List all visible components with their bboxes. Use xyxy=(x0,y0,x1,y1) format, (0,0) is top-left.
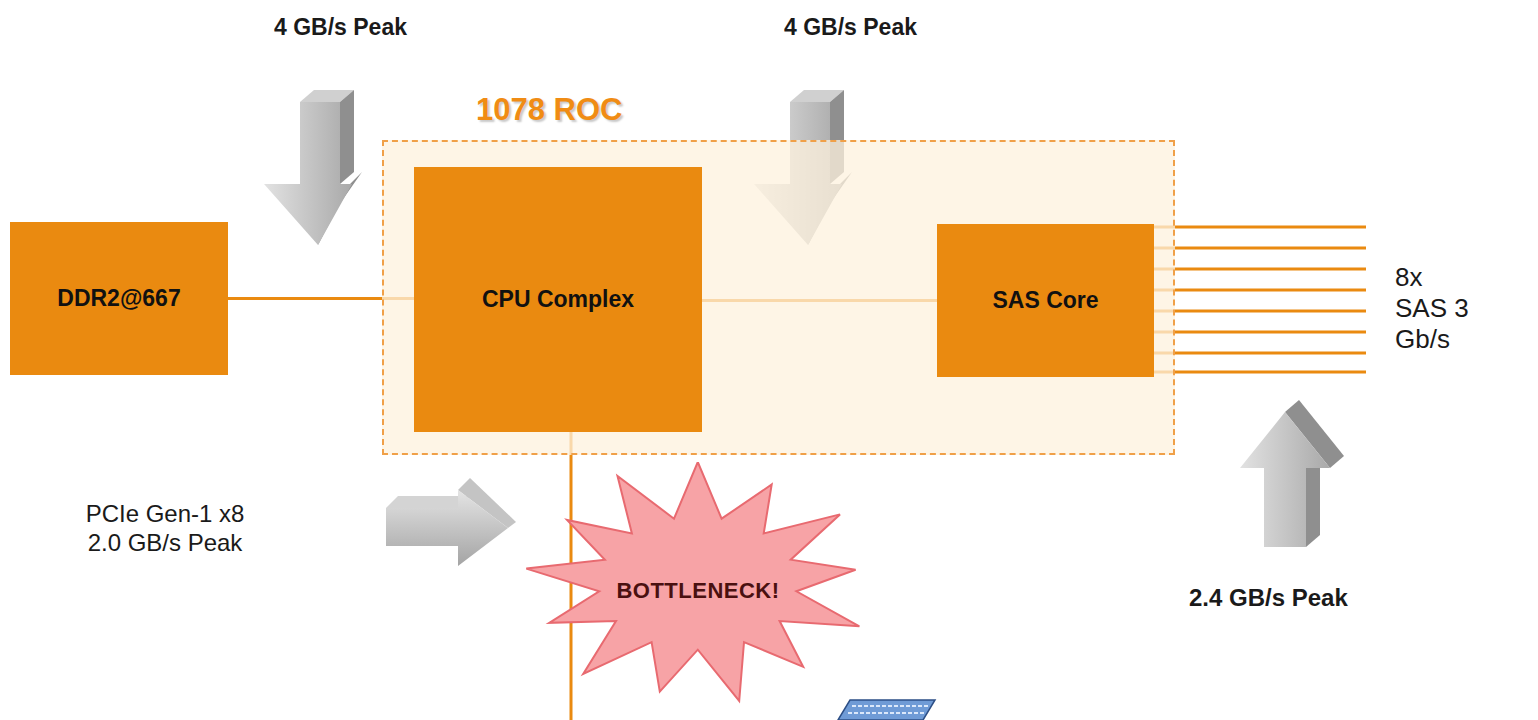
arrow-body xyxy=(386,490,508,566)
sas-lane xyxy=(1150,352,1366,355)
bandwidth-label: 4 GB/s Peak xyxy=(784,14,917,42)
arrow-face xyxy=(386,496,470,508)
card-pins xyxy=(852,705,928,707)
arrow-body xyxy=(264,102,352,245)
node-label: DDR2@667 xyxy=(49,285,188,312)
memory-box: DDR2@667 xyxy=(10,222,228,375)
node-label: BOTTLENECK! xyxy=(616,578,779,604)
process-box: SAS Core xyxy=(937,224,1154,377)
port-label: 8x SAS 3 Gb/s xyxy=(1395,262,1477,356)
sas-lane xyxy=(1150,331,1366,334)
bus-label: PCIe Gen-1 x8 2.0 GB/s Peak xyxy=(77,500,253,558)
node-label: SAS Core xyxy=(984,287,1106,314)
arrow-face xyxy=(340,90,354,184)
flow-arrow xyxy=(264,90,362,245)
sas-lane xyxy=(1150,371,1366,374)
sas-lane xyxy=(1150,268,1366,271)
arrow-face xyxy=(1306,456,1320,547)
region-heading: 1078 ROC xyxy=(476,92,622,128)
sas-lane xyxy=(1150,289,1366,292)
sas-lanes xyxy=(1150,227,1366,372)
arrow-body xyxy=(1240,412,1330,547)
bandwidth-label: 4 GB/s Peak xyxy=(274,14,407,42)
flow-arrow xyxy=(1240,400,1344,547)
flow-arrow xyxy=(386,478,516,566)
callout-starburst: BOTTLENECK! xyxy=(525,462,885,720)
node-label: CPU Complex xyxy=(474,286,642,313)
sas-lane xyxy=(1150,247,1366,250)
card-body xyxy=(838,700,935,720)
pcie-card-icon xyxy=(838,700,935,720)
bandwidth-label: 2.4 GB/s Peak xyxy=(1189,584,1348,613)
card-pins xyxy=(848,712,924,714)
starburst-outline xyxy=(526,462,859,701)
sas-lane xyxy=(1150,310,1366,313)
process-box: CPU Complex xyxy=(414,167,702,432)
chip-region: 1078 ROCCPU ComplexSAS Core xyxy=(382,140,1175,455)
sas-lane xyxy=(1150,226,1366,229)
